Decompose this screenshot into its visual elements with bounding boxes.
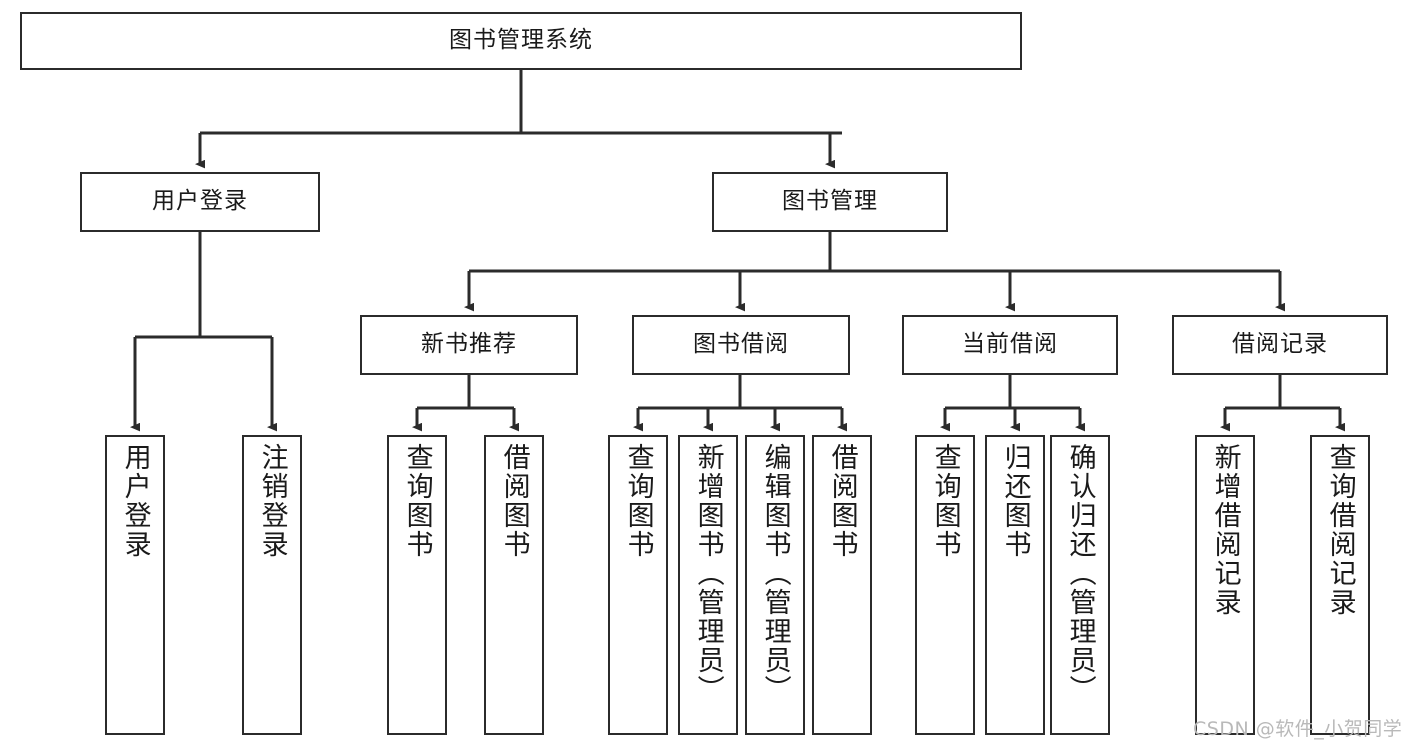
leaf-book-borrow-add-label: 新增图书（管理员） bbox=[692, 443, 724, 704]
leaf-borrow-record-add[interactable]: 新增借阅记录 bbox=[1195, 435, 1255, 735]
leaf-current-borrow-confirm-label: 确认归还（管理员） bbox=[1064, 443, 1096, 704]
node-new-book-recommend-label: 新书推荐 bbox=[421, 331, 517, 358]
node-current-borrow[interactable]: 当前借阅 bbox=[902, 315, 1118, 375]
node-root[interactable]: 图书管理系统 bbox=[20, 12, 1022, 70]
leaf-user-login-signout-label: 注销登录 bbox=[256, 443, 288, 559]
node-root-label: 图书管理系统 bbox=[449, 27, 593, 54]
leaf-borrow-record-query[interactable]: 查询借阅记录 bbox=[1310, 435, 1370, 735]
node-book-borrow-label: 图书借阅 bbox=[693, 331, 789, 358]
node-book-management-label: 图书管理 bbox=[782, 188, 878, 215]
leaf-current-borrow-return-label: 归还图书 bbox=[999, 443, 1031, 559]
leaf-borrow-record-add-label: 新增借阅记录 bbox=[1209, 443, 1241, 617]
leaf-new-book-query[interactable]: 查询图书 bbox=[387, 435, 447, 735]
leaf-user-login-signin[interactable]: 用户登录 bbox=[105, 435, 165, 735]
node-borrow-record[interactable]: 借阅记录 bbox=[1172, 315, 1388, 375]
leaf-new-book-borrow-label: 借阅图书 bbox=[498, 443, 530, 559]
leaf-book-borrow-add[interactable]: 新增图书（管理员） bbox=[678, 435, 738, 735]
node-book-borrow[interactable]: 图书借阅 bbox=[632, 315, 850, 375]
node-borrow-record-label: 借阅记录 bbox=[1232, 331, 1328, 358]
node-current-borrow-label: 当前借阅 bbox=[962, 331, 1058, 358]
leaf-book-borrow-edit-label: 编辑图书（管理员） bbox=[759, 443, 791, 704]
leaf-current-borrow-confirm[interactable]: 确认归还（管理员） bbox=[1050, 435, 1110, 735]
leaf-new-book-query-label: 查询图书 bbox=[401, 443, 433, 559]
leaf-book-borrow-edit[interactable]: 编辑图书（管理员） bbox=[745, 435, 805, 735]
leaf-book-borrow-lend-label: 借阅图书 bbox=[826, 443, 858, 559]
leaf-current-borrow-query-label: 查询图书 bbox=[929, 443, 961, 559]
leaf-book-borrow-lend[interactable]: 借阅图书 bbox=[812, 435, 872, 735]
leaf-current-borrow-query[interactable]: 查询图书 bbox=[915, 435, 975, 735]
leaf-borrow-record-query-label: 查询借阅记录 bbox=[1324, 443, 1356, 617]
csdn-watermark: CSDN @软件_小贺同学 bbox=[1193, 718, 1403, 740]
node-new-book-recommend[interactable]: 新书推荐 bbox=[360, 315, 578, 375]
node-book-management[interactable]: 图书管理 bbox=[712, 172, 948, 232]
leaf-user-login-signin-label: 用户登录 bbox=[119, 443, 151, 559]
leaf-new-book-borrow[interactable]: 借阅图书 bbox=[484, 435, 544, 735]
node-user-login[interactable]: 用户登录 bbox=[80, 172, 320, 232]
leaf-book-borrow-query[interactable]: 查询图书 bbox=[608, 435, 668, 735]
node-user-login-label: 用户登录 bbox=[152, 188, 248, 215]
leaf-user-login-signout[interactable]: 注销登录 bbox=[242, 435, 302, 735]
leaf-book-borrow-query-label: 查询图书 bbox=[622, 443, 654, 559]
leaf-current-borrow-return[interactable]: 归还图书 bbox=[985, 435, 1045, 735]
